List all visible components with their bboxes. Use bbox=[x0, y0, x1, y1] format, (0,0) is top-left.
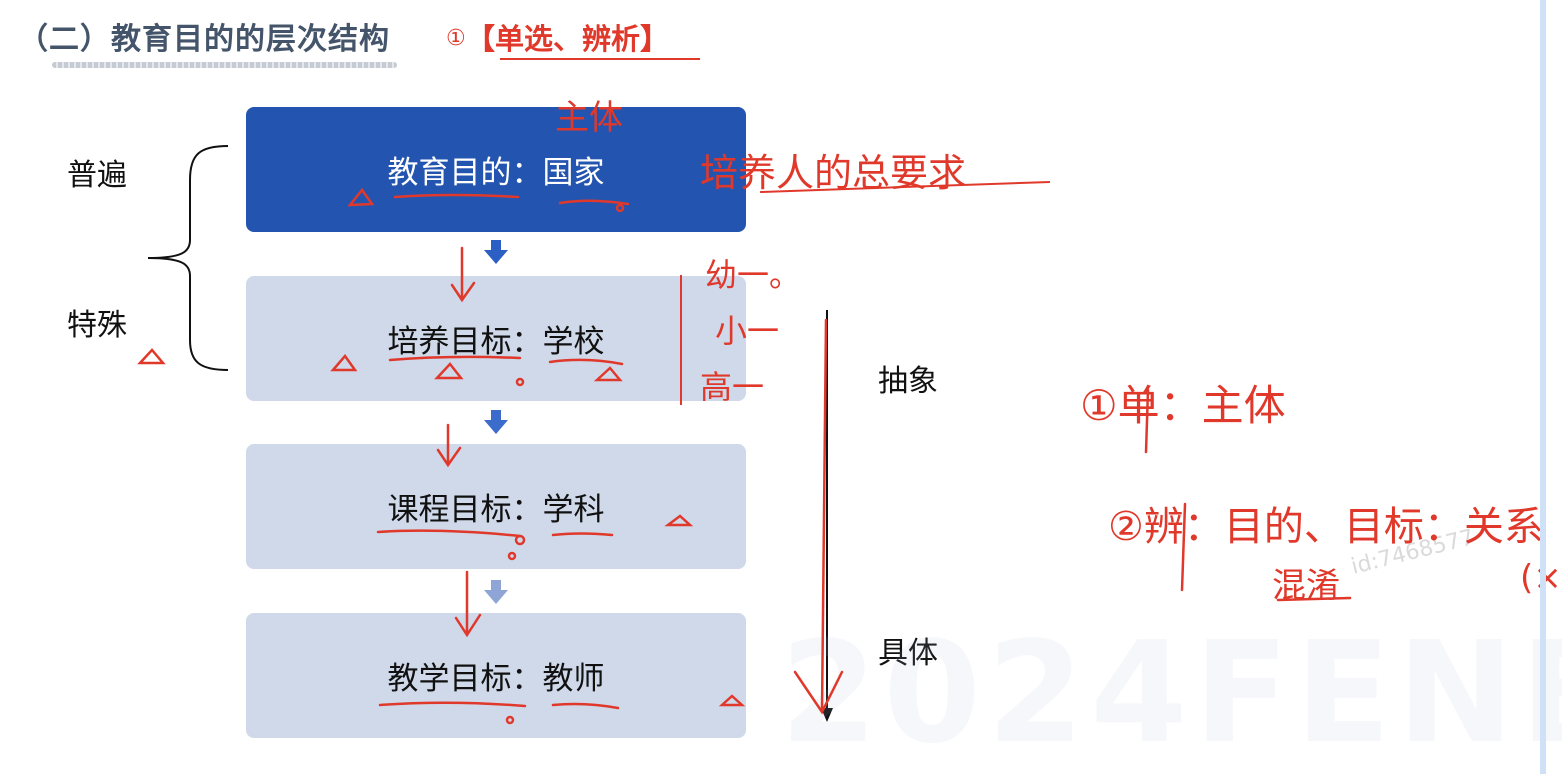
label-universal: 普遍 bbox=[67, 158, 127, 193]
right-edge-decoration bbox=[1540, 0, 1546, 774]
label-special: 特殊 bbox=[67, 308, 127, 343]
box-teaching-goal-text: 教学目标：教师 bbox=[387, 661, 605, 697]
arrow-down-icon bbox=[484, 240, 508, 264]
box-training-goal-text: 培养目标：学校 bbox=[387, 324, 605, 360]
question-type-tag: 【单选、辨析】 bbox=[466, 22, 670, 56]
annotation-level-kindergarten: 幼一。 bbox=[705, 256, 802, 294]
annotation-level-primary: 小一 bbox=[715, 312, 780, 350]
abstract-to-concrete-arrow bbox=[821, 310, 833, 722]
annotation-subject: 主体 bbox=[555, 98, 623, 138]
arrow-down-icon bbox=[484, 410, 508, 434]
tag-underline bbox=[500, 58, 700, 60]
watermark: 2024FENBI bbox=[780, 612, 1562, 775]
box-teaching-goal: 教学目标：教师 bbox=[246, 613, 746, 738]
annotation-bracket bbox=[680, 275, 692, 405]
page-title: （二）教育目的的层次结构 bbox=[18, 22, 390, 57]
box-curriculum-goal-text: 课程目标：学科 bbox=[387, 492, 605, 528]
annotation-note-single: ①单：主体 bbox=[1080, 381, 1286, 430]
tag-marker: ① bbox=[446, 26, 466, 51]
box-training-goal: 培养目标：学校 bbox=[246, 276, 746, 401]
box-education-aim-text: 教育目的：国家 bbox=[387, 155, 605, 191]
label-abstract: 抽象 bbox=[878, 364, 938, 399]
label-concrete: 具体 bbox=[878, 636, 938, 671]
annotation-note-analysis: ②辨：目的、目标：关系 bbox=[1108, 504, 1544, 550]
arrow-down-icon bbox=[484, 580, 508, 604]
title-underline-decoration bbox=[52, 62, 397, 68]
annotation-level-higher: 高一 bbox=[700, 368, 765, 406]
box-education-aim: 教育目的：国家 bbox=[246, 107, 746, 232]
box-curriculum-goal: 课程目标：学科 bbox=[246, 444, 746, 569]
left-brace bbox=[147, 145, 229, 371]
